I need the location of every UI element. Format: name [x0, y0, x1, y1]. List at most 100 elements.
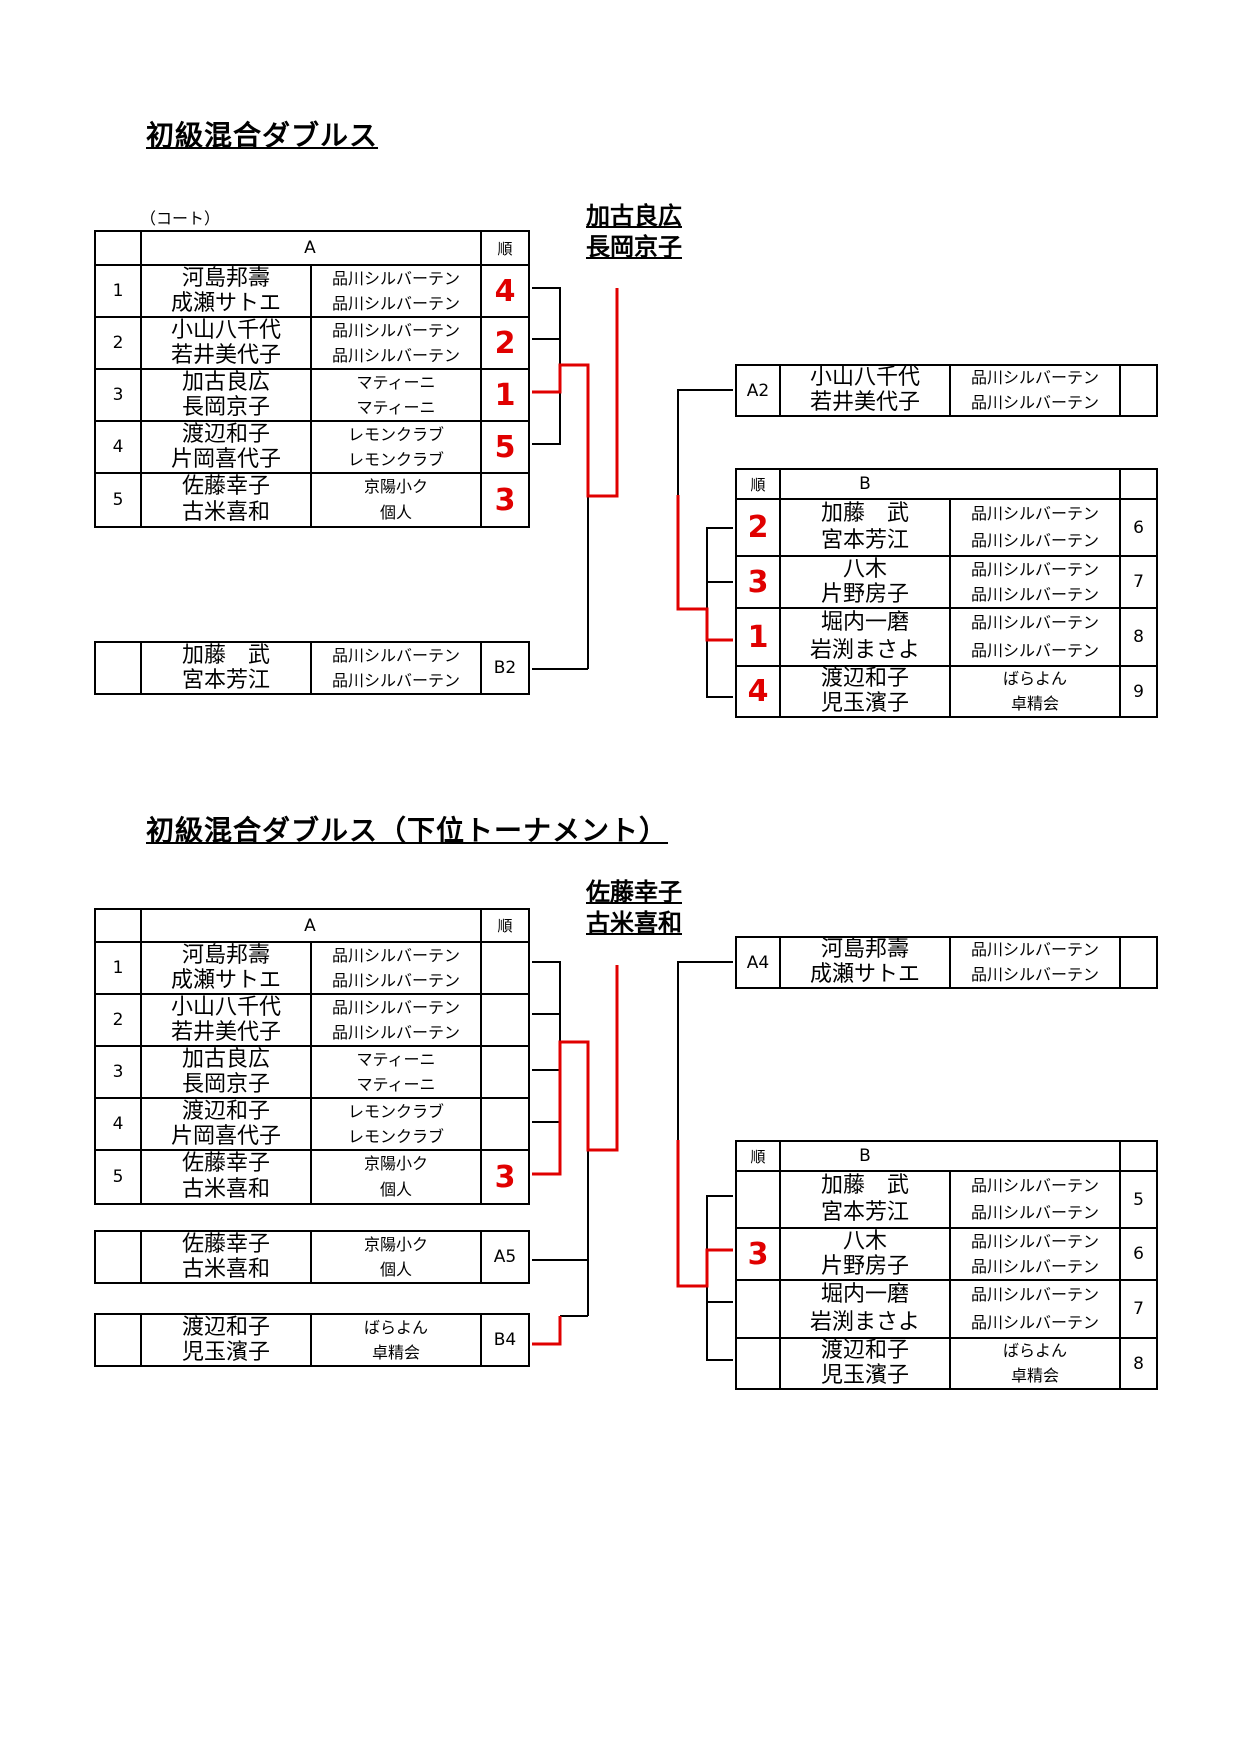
player-clubs: 品川シルバーテン品川シルバーテン	[310, 318, 480, 368]
rank-header: 順	[480, 910, 528, 941]
player-name: 加古良広	[181, 1046, 270, 1072]
player-names: 加藤 武宮本芳江	[779, 500, 949, 555]
seed-tag: B4	[480, 1315, 528, 1365]
table-row: 加藤 武宮本芳江 品川シルバーテン品川シルバーテン B2	[96, 643, 528, 693]
player-name: 渡辺和子	[181, 1098, 270, 1124]
player-name: 八木	[842, 556, 887, 582]
player-clubs: 京陽小ク個人	[310, 1232, 480, 1282]
club-name: 品川シルバーテン	[970, 1203, 1099, 1223]
player-name: 堀内一磨	[820, 1282, 909, 1307]
rank-value	[480, 1099, 528, 1149]
table-row: 3 八木片野房子 品川シルバーテン品川シルバーテン 6	[737, 1227, 1156, 1279]
rank-value	[480, 1047, 528, 1097]
player-name: 佐藤幸子	[181, 1151, 270, 1176]
player-name: 若井美代子	[809, 389, 920, 415]
player-clubs: 京陽小ク個人	[310, 1151, 480, 1203]
player-clubs: マティーニマティーニ	[310, 1047, 480, 1097]
rank-header: 順	[750, 475, 766, 494]
player-name: 宮本芳江	[820, 528, 909, 554]
table-header-row: 順 B	[737, 1142, 1156, 1170]
seed-entry-table: 加藤 武宮本芳江 品川シルバーテン品川シルバーテン B2	[94, 641, 530, 695]
entry-number: 5	[1119, 1172, 1156, 1227]
player-name: 成瀬サトエ	[170, 967, 281, 993]
player-clubs: ばらよん卓精会	[310, 1315, 480, 1365]
entry-number: 8	[1119, 1339, 1156, 1388]
table-row: 1 河島邦壽成瀬サトエ 品川シルバーテン品川シルバーテン	[96, 941, 528, 993]
table-row: 4 渡辺和子片岡喜代子 レモンクラブレモンクラブ	[96, 1097, 528, 1149]
club-name: 品川シルバーテン	[331, 1022, 460, 1042]
table-header-row: 順 B	[737, 470, 1156, 498]
table-row: 3 八木片野房子 品川シルバーテン品川シルバーテン 7	[737, 555, 1156, 607]
rank-header: 順	[750, 1147, 766, 1166]
entry-number: 6	[1119, 500, 1156, 555]
court-label: （コート）	[140, 209, 221, 228]
group-b-table: 順 B 2 加藤 武宮本芳江 品川シルバーテン品川シルバーテン 6 3 八木片野…	[735, 468, 1158, 718]
club-name: 品川シルバーテン	[970, 531, 1099, 551]
player-clubs: 品川シルバーテン品川シルバーテン	[949, 609, 1119, 665]
section-title: 初級混合ダブルス	[146, 119, 379, 152]
player-clubs: ばらよん卓精会	[949, 1339, 1119, 1388]
rank-value: 1	[747, 619, 769, 655]
club-name: 卓精会	[371, 1342, 420, 1362]
player-name: 児玉濱子	[820, 1362, 909, 1388]
section-title: 初級混合ダブルス（下位トーナメント）	[146, 814, 669, 847]
group-a-table: A 順 1 河島邦壽成瀬サトエ 品川シルバーテン品川シルバーテン 4 2 小山八…	[94, 230, 530, 528]
entry-number: 5	[112, 1167, 124, 1187]
player-names: 河島邦壽成瀬サトエ	[140, 266, 310, 316]
rank-value: 5	[480, 422, 528, 472]
table-header-row: A 順	[96, 232, 528, 264]
player-name: 古米喜和	[181, 1177, 270, 1202]
table-row: 渡辺和子児玉濱子 ばらよん卓精会 B4	[96, 1315, 528, 1365]
player-name: 古米喜和	[181, 1256, 270, 1282]
entry-number: 7	[1119, 1281, 1156, 1337]
player-name: 成瀬サトエ	[170, 290, 281, 316]
club-name: 品川シルバーテン	[970, 613, 1099, 632]
rank-value: 3	[480, 474, 528, 526]
club-name: 品川シルバーテン	[331, 293, 460, 313]
group-header: B	[779, 470, 949, 498]
player-name: 渡辺和子	[820, 1338, 909, 1364]
player-clubs: 品川シルバーテン品川シルバーテン	[310, 643, 480, 693]
player-name: 小山八千代	[170, 994, 281, 1020]
entry-number: 8	[1119, 609, 1156, 665]
player-names: 加藤 武宮本芳江	[779, 1172, 949, 1227]
club-name: 品川シルバーテン	[331, 670, 460, 690]
player-names: 堀内一磨岩渕まさよ	[779, 609, 949, 665]
club-name: 品川シルバーテン	[331, 997, 460, 1017]
player-name: 児玉濱子	[820, 690, 909, 716]
player-name: 八木	[842, 1228, 887, 1254]
club-name: 品川シルバーテン	[970, 1285, 1099, 1304]
table-row: 堀内一磨岩渕まさよ 品川シルバーテン品川シルバーテン 7	[737, 1279, 1156, 1337]
player-name: 成瀬サトエ	[809, 961, 920, 987]
rank-header: 順	[480, 232, 528, 264]
player-names: 佐藤幸子古米喜和	[140, 474, 310, 526]
club-name: 品川シルバーテン	[331, 268, 460, 288]
player-names: 河島邦壽成瀬サトエ	[140, 943, 310, 993]
club-name: 京陽小ク	[363, 477, 428, 496]
club-name: 個人	[379, 503, 412, 522]
player-names: 加藤 武宮本芳江	[140, 643, 310, 693]
player-name: 岩渕まさよ	[809, 638, 920, 663]
player-clubs: 品川シルバーテン品川シルバーテン	[949, 500, 1119, 555]
seed-entry-table: 佐藤幸子古米喜和 京陽小ク個人 A5	[94, 1230, 530, 1284]
club-name: 品川シルバーテン	[970, 559, 1099, 579]
header-divider	[140, 232, 142, 264]
group-header: A	[304, 238, 316, 258]
rank-value: 4	[747, 674, 769, 709]
rank-value	[480, 943, 528, 993]
player-name: 河島邦壽	[820, 937, 909, 963]
club-name: 品川シルバーテン	[970, 940, 1099, 960]
player-name: 宮本芳江	[181, 667, 270, 693]
header-divider	[140, 910, 142, 941]
player-names: 渡辺和子児玉濱子	[779, 667, 949, 716]
player-names: 渡辺和子片岡喜代子	[140, 422, 310, 472]
player-names: 小山八千代若井美代子	[140, 995, 310, 1045]
player-names: 佐藤幸子古米喜和	[140, 1151, 310, 1203]
winner-names: 佐藤幸子 古米喜和	[586, 877, 682, 939]
header-divider	[1119, 470, 1156, 498]
club-name: 品川シルバーテン	[970, 1231, 1099, 1251]
empty-cell	[1119, 938, 1156, 987]
table-row: 4 渡辺和子片岡喜代子 レモンクラブレモンクラブ 5	[96, 420, 528, 472]
player-name: 渡辺和子	[181, 1314, 270, 1340]
